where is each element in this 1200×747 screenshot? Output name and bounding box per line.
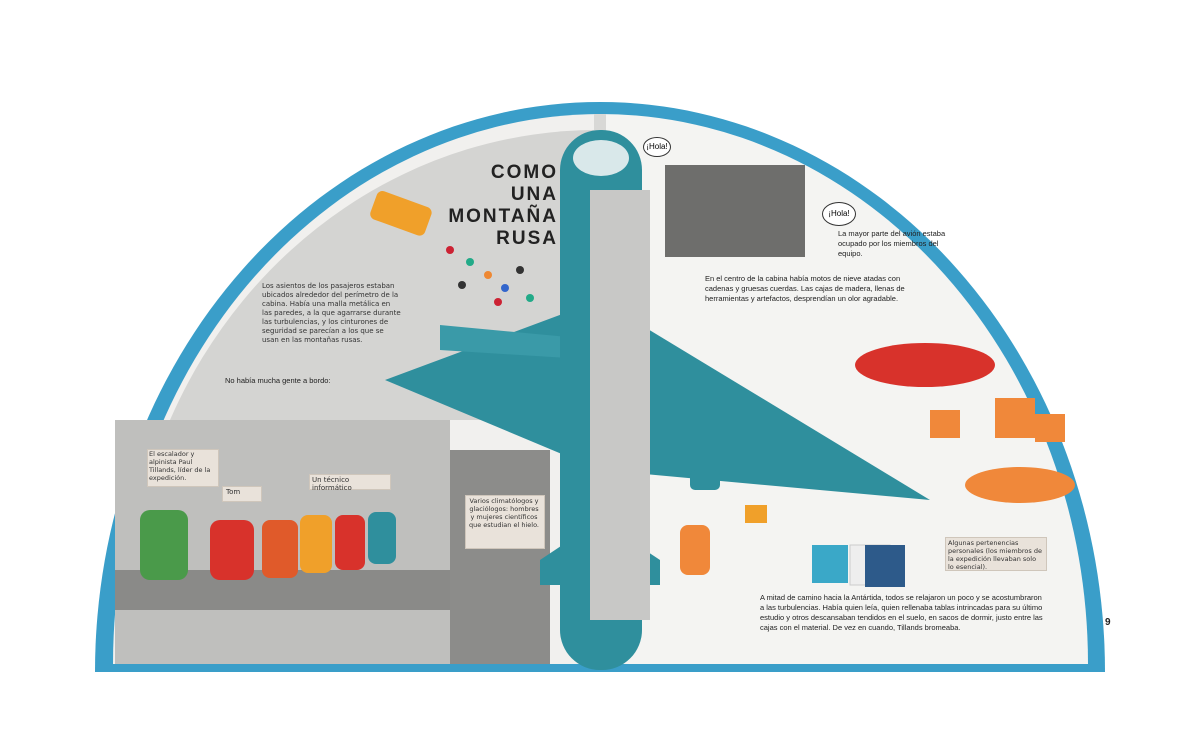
label-tech: Un técnico informático <box>312 476 352 492</box>
hello-2: ¡Hola! <box>828 209 850 218</box>
speech-bubble-hello-1: ¡Hola! <box>643 137 671 157</box>
cockpit-panel <box>665 165 805 257</box>
label-tillands: El escalador y alpinista Paul Tillands, … <box>149 450 211 482</box>
crate-1 <box>930 410 960 438</box>
seats-note: Los asientos de los pasajeros estaban ub… <box>262 282 401 344</box>
snowmobile-orange <box>965 467 1075 503</box>
belongings-note: Algunas pertenencias personales (los mie… <box>948 539 1042 571</box>
hello-1: ¡Hola! <box>646 142 668 151</box>
label-tillands-box <box>147 449 219 487</box>
snowmobile-red <box>855 343 995 387</box>
few-people-text: No había mucha gente a bordo: <box>225 376 331 385</box>
crate-3 <box>1035 414 1065 442</box>
runway <box>450 450 550 664</box>
speech-bubble-hello-2: ¡Hola! <box>822 202 856 226</box>
page-number: 9 <box>1105 617 1111 628</box>
belongings-note-box <box>945 537 1047 571</box>
label-tom: Tom <box>226 488 241 496</box>
label-scientists-box <box>465 495 545 549</box>
label-tom-box <box>222 486 262 502</box>
label-tech-box <box>309 474 391 490</box>
passengers <box>140 510 396 580</box>
label-scientists: Varios climatólogos y glaciólogos: hombr… <box>469 497 539 529</box>
crew-note: La mayor parte del avión estaba ocupado … <box>838 229 946 258</box>
airplane <box>385 130 930 670</box>
belongings <box>680 470 905 587</box>
crate-2 <box>995 398 1035 438</box>
title-line-2: MONTAÑA <box>448 206 558 227</box>
scattered-items <box>446 246 534 306</box>
suitcase-illustration <box>370 191 432 236</box>
title-line-3: RUSA <box>496 228 558 249</box>
title-line-1: COMO UNA <box>490 162 558 205</box>
bottom-note: A mitad de camino hacia la Antártida, to… <box>760 593 1043 632</box>
spread-title: COMO UNA MONTAÑA RUSA <box>446 162 558 250</box>
cargo-note: En el centro de la cabina había motos de… <box>705 274 905 303</box>
